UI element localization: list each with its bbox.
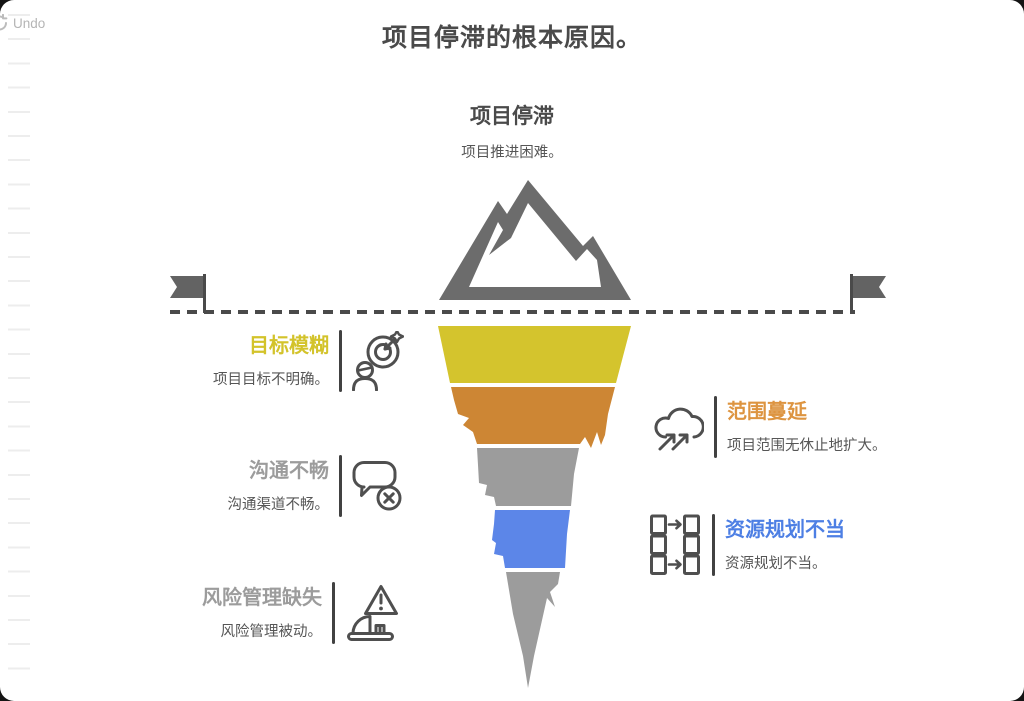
cause-subtitle: 项目目标不明确。	[213, 371, 329, 388]
page-title: 项目停滞的根本原因。	[381, 24, 642, 52]
cause-title: 目标模糊	[249, 334, 329, 357]
funnel-segment-goal[interactable]	[438, 326, 631, 383]
cause-item-resource[interactable]: 资源规划不当 资源规划不当。	[648, 514, 925, 576]
cause-title: 范围蔓延	[727, 400, 807, 423]
funnel-segment-scope[interactable]	[451, 387, 615, 448]
funnel-segment-communication[interactable]	[477, 448, 579, 506]
cause-item-scope[interactable]: 范围蔓延 项目范围无休止地扩大。	[652, 396, 927, 458]
undo-label: Undo	[13, 15, 46, 31]
peak-title[interactable]: 项目停滞	[470, 105, 554, 128]
cause-item-goal[interactable]: 目标模糊 项目目标不明确。	[157, 330, 404, 392]
speech-bubble-error-icon	[352, 460, 402, 512]
warning-barrier-icon	[345, 583, 399, 643]
item-divider	[712, 514, 715, 576]
cause-subtitle: 资源规划不当。	[725, 555, 827, 572]
flag-right-icon	[848, 273, 890, 319]
item-divider	[332, 582, 335, 644]
iceberg-funnel	[437, 326, 632, 693]
peak-subtitle: 项目推进困难。	[461, 145, 563, 161]
mountain-icon[interactable]	[437, 179, 643, 307]
item-divider	[714, 396, 717, 458]
cause-item-risk[interactable]: 风险管理缺失 风险管理被动。	[150, 582, 399, 644]
resource-columns-transfer-icon	[648, 514, 702, 576]
cause-subtitle: 沟通渠道不畅。	[227, 496, 330, 513]
undo-arrow-icon	[0, 14, 9, 32]
cause-subtitle: 风险管理被动。	[220, 623, 323, 640]
flag-left-icon	[166, 273, 208, 319]
cause-item-communication[interactable]: 沟通不畅 沟通渠道不畅。	[157, 455, 402, 517]
cause-title: 资源规划不当	[725, 518, 845, 541]
cause-title: 沟通不畅	[249, 459, 329, 482]
cause-subtitle: 项目范围无休止地扩大。	[727, 437, 887, 454]
item-divider	[339, 330, 342, 392]
item-divider	[339, 455, 342, 517]
undo-button[interactable]: Undo	[0, 14, 45, 32]
funnel-segment-resource[interactable]	[492, 510, 570, 568]
person-target-goal-icon	[352, 331, 404, 391]
cause-title: 风险管理缺失	[202, 586, 322, 609]
funnel-segment-risk[interactable]	[506, 572, 560, 688]
cloud-arrows-expand-icon	[652, 401, 704, 453]
waterline-dashed	[170, 310, 855, 314]
